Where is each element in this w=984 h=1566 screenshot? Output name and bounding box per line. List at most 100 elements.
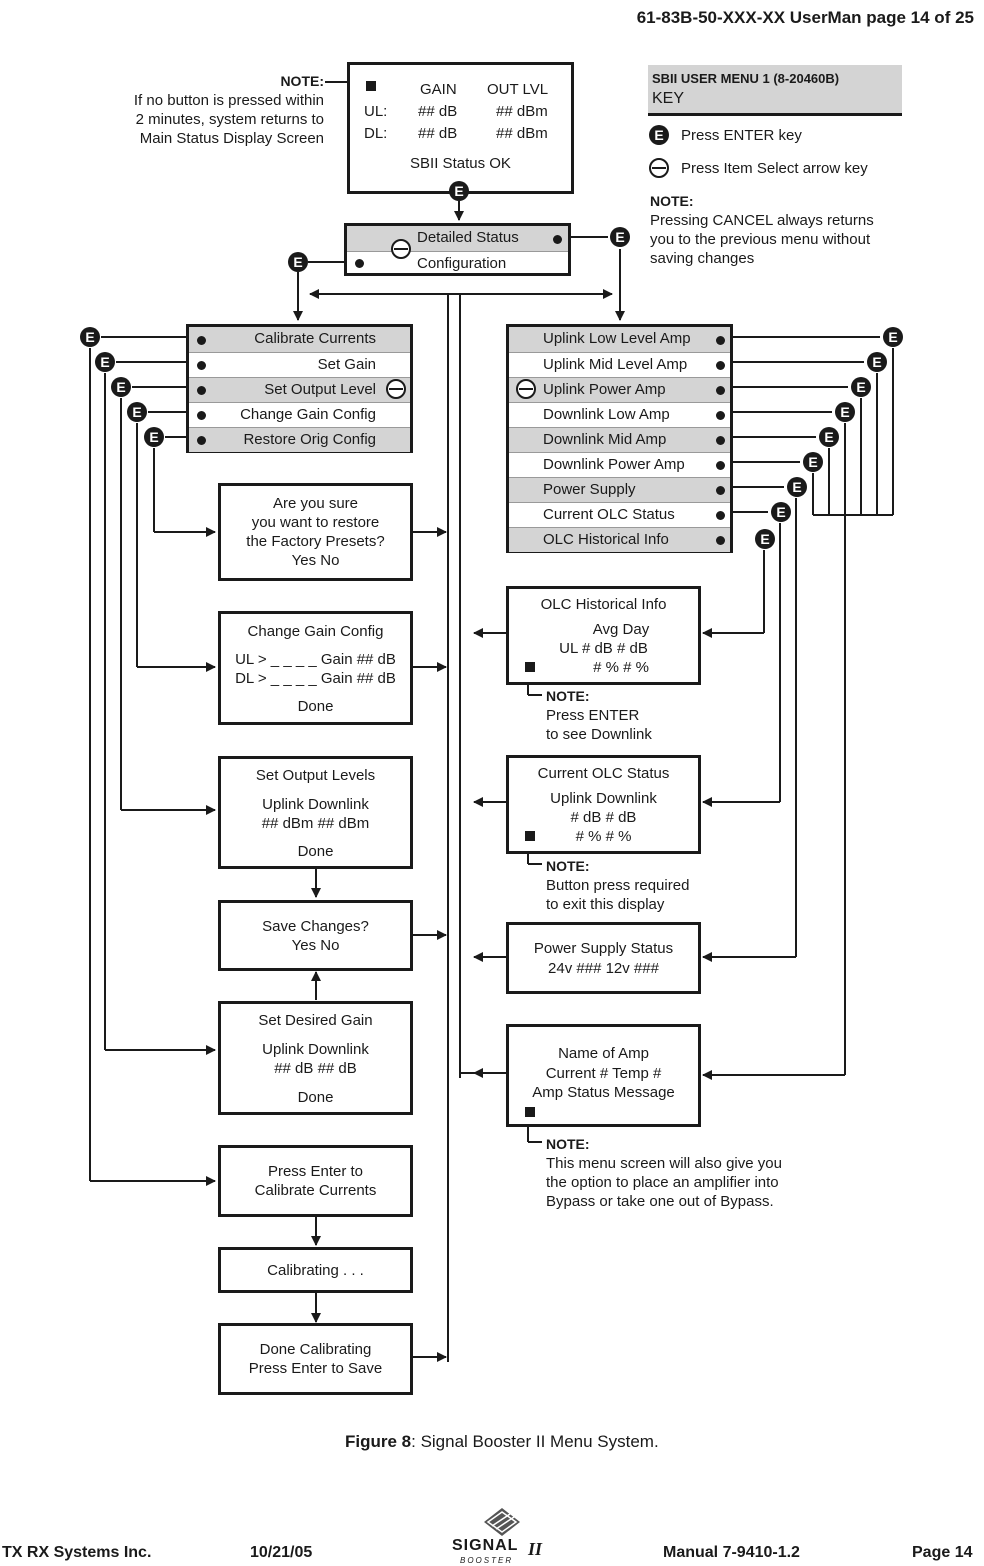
power-supply-status-screen: Power Supply Status 24v ### 12v ###	[506, 922, 701, 994]
key-panel-header: SBII USER MENU 1 (8-20460B) KEY	[648, 65, 902, 116]
screen-title: Current OLC Status	[537, 765, 670, 782]
calibrate-prompt-screen: Press Enter to Calibrate Currents	[218, 1145, 413, 1217]
level-fields[interactable]: ## dBm ## dBm	[261, 815, 370, 832]
amp-status-screen: Name of Amp Current # Temp # Amp Status …	[506, 1024, 701, 1127]
item-select-arrow-icon	[386, 379, 406, 399]
key-subtitle: KEY	[652, 90, 685, 107]
menu-item-label: Uplink Low Level Amp	[543, 330, 691, 347]
key-title: SBII USER MENU 1 (8-20460B)	[652, 71, 840, 86]
enter-key-icon: E	[787, 477, 807, 497]
menu-item-set-gain[interactable]: Set Gain	[189, 352, 410, 377]
amp-status-message: Amp Status Message	[532, 1084, 675, 1101]
amp-bypass-note: NOTE: This menu screen will also give yo…	[546, 1135, 782, 1211]
figure-text: : Signal Booster II Menu System.	[411, 1432, 659, 1451]
menu-item-uplink-mid-level-amp[interactable]: Uplink Mid Level Amp	[509, 352, 730, 377]
menu-item-label: Change Gain Config	[240, 406, 376, 423]
menu-item-uplink-low-level-amp[interactable]: Uplink Low Level Amp	[509, 327, 730, 352]
ul-gain-field[interactable]: UL > _ _ _ _ Gain ## dB	[235, 651, 396, 668]
olc-status-note: NOTE: Button press required to exit this…	[546, 857, 689, 914]
screen-line: you want to restore	[251, 514, 380, 531]
note-title: NOTE:	[546, 688, 590, 704]
footer-page: Page 14	[912, 1544, 973, 1561]
bullet-icon	[716, 436, 725, 445]
bullet-icon	[716, 411, 725, 420]
bullet-icon	[355, 259, 364, 268]
gain-header: GAIN	[420, 81, 457, 98]
enter-key-icon: E	[819, 427, 839, 447]
screen-line: Calibrating . . .	[267, 1262, 364, 1279]
footer-manual: Manual 7-9410-1.2	[663, 1544, 800, 1561]
dl-gain-field[interactable]: DL > _ _ _ _ Gain ## dB	[235, 670, 396, 687]
done-option[interactable]: Done	[297, 698, 334, 715]
menu-item-change-gain-config[interactable]: Change Gain Config	[189, 402, 410, 427]
menu-item-label: Downlink Power Amp	[543, 456, 685, 473]
footer-company: TX RX Systems Inc.	[2, 1544, 152, 1561]
key-enter-label: Press ENTER key	[681, 127, 802, 144]
menu-item-label: Downlink Low Amp	[543, 406, 670, 423]
percent-values: # % # %	[575, 828, 632, 845]
enter-key-icon: E	[835, 402, 855, 422]
gain-fields[interactable]: ## dB ## dB	[274, 1060, 357, 1077]
screen-line: Done Calibrating	[259, 1341, 372, 1358]
yes-no-options[interactable]: Yes No	[291, 937, 340, 954]
menu-item-label: Uplink Power Amp	[543, 381, 666, 398]
dl-out-level: ## dBm	[496, 125, 548, 142]
bullet-icon	[716, 336, 725, 345]
bullet-icon	[197, 411, 206, 420]
logo-text: SIGNAL	[452, 1537, 519, 1554]
done-option[interactable]: Done	[297, 843, 334, 860]
column-labels: Uplink Downlink	[550, 790, 657, 807]
note-line: Button press required	[546, 877, 690, 894]
note-line: you to the previous menu without	[650, 231, 871, 248]
menu-item-power-supply[interactable]: Power Supply	[509, 477, 730, 502]
done-option[interactable]: Done	[297, 1089, 334, 1106]
save-changes-screen: Save Changes? Yes No	[218, 900, 413, 971]
menu-item-current-olc-status[interactable]: Current OLC Status	[509, 502, 730, 527]
note-line: the option to place an amplifier into	[546, 1174, 779, 1191]
enter-key-icon: E	[127, 402, 147, 422]
enter-key-icon: E	[867, 352, 887, 372]
menu-item-label: Calibrate Currents	[254, 330, 376, 347]
button-square-icon	[525, 662, 535, 672]
main-menu: Detailed Status Configuration	[344, 223, 571, 276]
screen-title: Set Desired Gain	[258, 1012, 373, 1029]
column-labels: Uplink Downlink	[262, 796, 369, 813]
note-title: NOTE:	[546, 858, 590, 874]
note-title: NOTE:	[280, 73, 324, 89]
menu-item-uplink-power-amp[interactable]: Uplink Power Amp	[509, 377, 730, 402]
screen-title: Power Supply Status	[533, 940, 674, 957]
percent-values: # % # %	[593, 659, 649, 676]
yes-no-options[interactable]: Yes No	[291, 552, 340, 569]
menu-item-downlink-power-amp[interactable]: Downlink Power Amp	[509, 452, 730, 477]
screen-line: the Factory Presets?	[246, 533, 385, 550]
logo-mark: II	[528, 1539, 543, 1559]
menu-item-olc-historical-info[interactable]: OLC Historical Info	[509, 527, 730, 552]
bullet-icon	[197, 386, 206, 395]
menu-item-set-output-level[interactable]: Set Output Level	[189, 377, 410, 402]
bullet-icon	[716, 486, 725, 495]
menu-item-downlink-low-amp[interactable]: Downlink Low Amp	[509, 402, 730, 427]
menu-item-label: Set Gain	[317, 356, 376, 373]
ul-out-level: ## dBm	[496, 103, 548, 120]
bullet-icon	[197, 436, 206, 445]
ul-values: UL # dB # dB	[559, 640, 648, 657]
menu-item-calibrate-currents[interactable]: Calibrate Currents	[189, 327, 410, 352]
olc-historical-info-screen: OLC Historical Info Avg Day UL # dB # dB…	[506, 586, 701, 685]
column-labels: Uplink Downlink	[262, 1041, 369, 1058]
detailed-status-menu: Uplink Low Level Amp Uplink Mid Level Am…	[506, 324, 733, 553]
note-line: Pressing CANCEL always returns	[650, 212, 874, 229]
item-select-arrow-icon	[391, 239, 411, 259]
logo-subtext: BOOSTER	[460, 1556, 514, 1565]
column-labels: Avg Day	[592, 621, 650, 638]
enter-key-icon: E	[649, 125, 669, 145]
ul-label: UL:	[364, 103, 388, 120]
menu-item-detailed-status[interactable]: Detailed Status	[347, 226, 568, 251]
menu-item-downlink-mid-amp[interactable]: Downlink Mid Amp	[509, 427, 730, 452]
enter-key-icon: E	[80, 327, 100, 347]
screen-title: Save Changes?	[262, 918, 369, 935]
set-desired-gain-screen: Set Desired Gain Uplink Downlink ## dB #…	[218, 1001, 413, 1115]
screen-line: Press Enter to Save	[248, 1360, 383, 1377]
menu-item-restore-orig-config[interactable]: Restore Orig Config	[189, 427, 410, 452]
menu-item-configuration[interactable]: Configuration	[347, 251, 568, 276]
enter-key-icon: E	[883, 327, 903, 347]
